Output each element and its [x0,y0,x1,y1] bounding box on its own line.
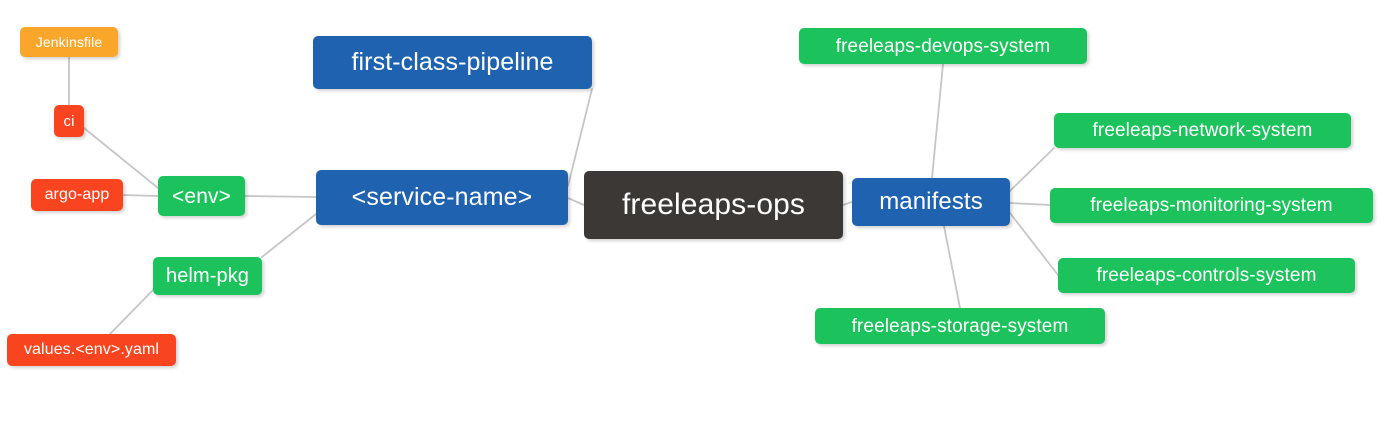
node-freeleaps-monitoring-system-label: freeleaps-monitoring-system [1090,195,1333,216]
node-ci[interactable]: ci [54,105,84,137]
edge-env-to-ci [83,127,159,189]
node-values-yaml-label: values.<env>.yaml [23,341,160,358]
edge-manifests-to-controls_system [1009,212,1059,276]
edge-service_name-to-env [244,195,317,198]
edge-root-to-manifests [842,201,853,206]
node-freeleaps-ops-root[interactable]: freeleaps-ops [584,171,843,239]
edge-manifests-to-storage_system [943,225,961,309]
edge-manifests-to-monitoring_system [1009,202,1051,206]
node-helm-pkg-label: helm-pkg [165,265,250,287]
node-freeleaps-monitoring-system[interactable]: freeleaps-monitoring-system [1050,188,1373,223]
edge-env-to-argo_app [122,194,159,197]
node-service-name[interactable]: <service-name> [316,170,568,225]
node-freeleaps-ops-root-label: freeleaps-ops [621,188,806,221]
node-helm-pkg[interactable]: helm-pkg [153,257,262,295]
node-env-label: <env> [172,184,231,208]
edge-service_name-to-first_class_pipeline [567,88,593,187]
node-freeleaps-controls-system[interactable]: freeleaps-controls-system [1058,258,1355,293]
node-first-class-pipeline[interactable]: first-class-pipeline [313,36,592,89]
node-jenkinsfile[interactable]: Jenkinsfile [20,27,118,57]
node-manifests-label: manifests [879,188,983,215]
node-argo-app[interactable]: argo-app [31,179,123,211]
node-jenkinsfile-label: Jenkinsfile [35,34,103,50]
edge-manifests-to-devops_system [931,63,944,179]
node-freeleaps-devops-system-label: freeleaps-devops-system [835,35,1051,57]
node-freeleaps-controls-system-label: freeleaps-controls-system [1096,265,1317,286]
node-env[interactable]: <env> [158,176,245,216]
node-manifests[interactable]: manifests [852,178,1010,226]
edge-manifests-to-network_system [1009,147,1055,192]
node-service-name-label: <service-name> [351,183,533,211]
node-freeleaps-storage-system-label: freeleaps-storage-system [851,315,1069,337]
node-freeleaps-devops-system[interactable]: freeleaps-devops-system [799,28,1087,64]
edge-helm_pkg-to-values_yaml [109,289,154,335]
node-first-class-pipeline-label: first-class-pipeline [351,48,554,76]
node-values-yaml[interactable]: values.<env>.yaml [7,334,176,366]
node-argo-app-label: argo-app [44,186,110,203]
edge-service_name-to-helm_pkg [261,213,317,258]
edges-group [68,56,1059,335]
node-freeleaps-network-system[interactable]: freeleaps-network-system [1054,113,1351,148]
node-freeleaps-storage-system[interactable]: freeleaps-storage-system [815,308,1105,344]
edge-root-to-service_name [567,197,585,206]
node-ci-label: ci [63,112,75,130]
node-freeleaps-network-system-label: freeleaps-network-system [1092,120,1313,141]
